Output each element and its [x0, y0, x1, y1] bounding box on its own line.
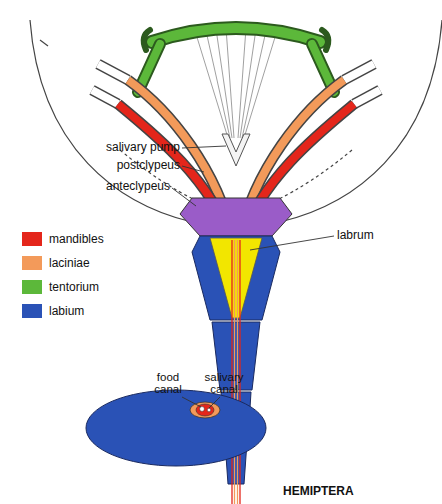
- head-outline: [30, 20, 442, 222]
- legend-text: mandibles: [49, 233, 104, 246]
- part-label: labrum: [337, 229, 374, 242]
- leader-lines: [172, 146, 334, 408]
- part-label: postclypeus: [117, 159, 180, 172]
- legend-text: labium: [49, 305, 84, 318]
- salivary-canal-hole: [207, 408, 211, 412]
- part-label: salivary pump: [106, 141, 180, 154]
- tentorium: [138, 28, 334, 92]
- labium-cross-section: [86, 390, 266, 466]
- laciniae-section: [190, 402, 220, 418]
- canal-label: food canal: [148, 371, 188, 395]
- legend-swatch: [22, 280, 42, 294]
- pump-muscles: [196, 28, 276, 138]
- legend-text: laciniae: [49, 257, 90, 270]
- head-tick: [40, 40, 48, 46]
- food-canal-hole: [200, 407, 205, 412]
- caption: HEMIPTERA: [283, 485, 354, 498]
- legend-swatch: [22, 304, 42, 318]
- stylets: [92, 64, 380, 240]
- legend-swatch: [22, 232, 42, 246]
- labrum: [210, 238, 262, 318]
- salivary-pump: [222, 134, 250, 166]
- legend-swatch: [22, 256, 42, 270]
- part-label: anteclypeus: [106, 180, 170, 193]
- legend-text: tentorium: [49, 281, 99, 294]
- anteclypeus: [180, 198, 292, 236]
- canal-label: salivary canal: [198, 371, 250, 395]
